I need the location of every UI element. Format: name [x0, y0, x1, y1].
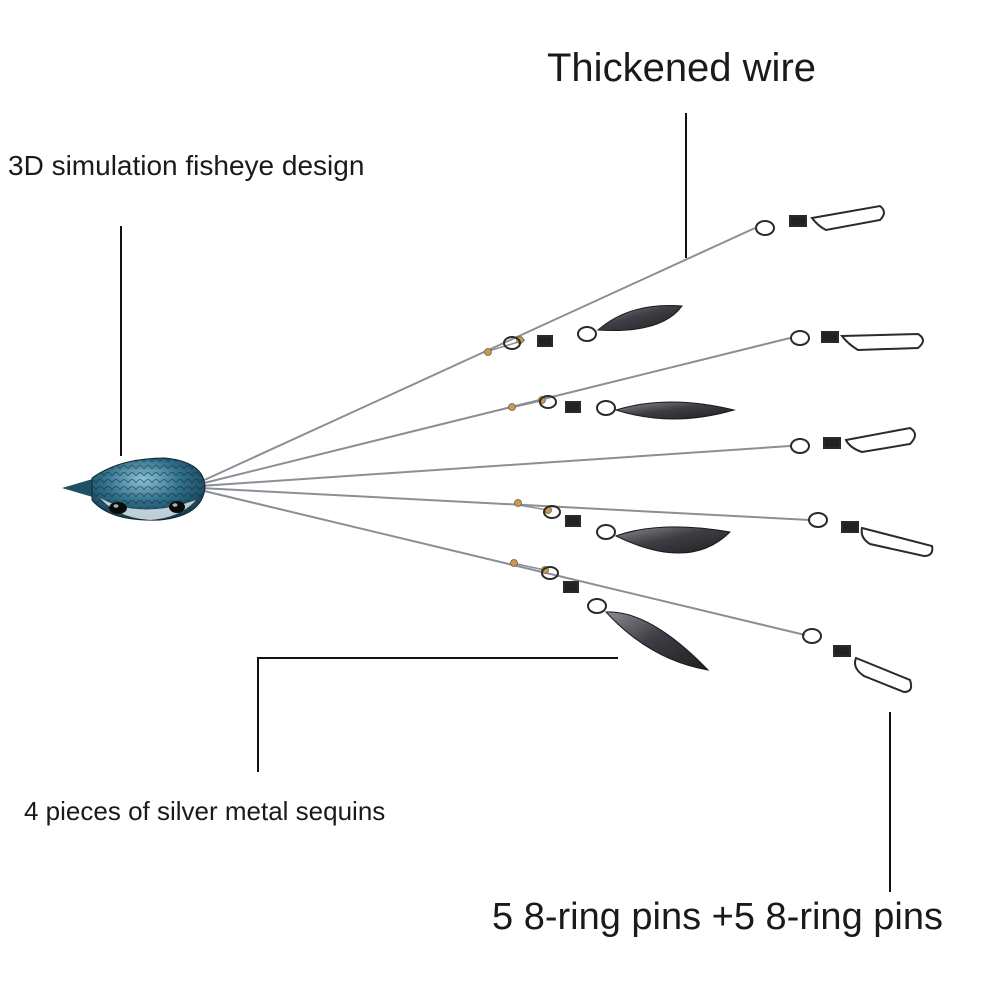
willow-blade	[614, 526, 732, 554]
bead	[484, 348, 492, 356]
snap-pin	[802, 628, 913, 694]
fisheye-head	[62, 457, 206, 521]
wire-arm	[199, 337, 791, 485]
split-ring	[541, 566, 559, 580]
bead	[514, 499, 522, 507]
label-thickened-wire: Thickened wire	[547, 46, 817, 90]
metal-sequins	[596, 305, 736, 671]
leader-line-sequins	[257, 657, 618, 772]
bead	[510, 559, 518, 567]
swivel	[565, 515, 581, 527]
bead	[508, 403, 516, 411]
willow-blade	[614, 401, 736, 420]
willow-blade	[604, 611, 710, 671]
head-belly	[100, 498, 196, 520]
snap-pin	[755, 204, 885, 236]
blade-leaders	[503, 326, 616, 614]
split-ring	[539, 395, 557, 409]
wire-arm	[199, 489, 806, 636]
eye-icon	[109, 502, 127, 514]
snap-pin	[790, 330, 924, 352]
swivel	[537, 335, 553, 347]
annotation-lines	[120, 113, 891, 892]
split-ring	[596, 400, 616, 416]
split-ring	[503, 336, 521, 350]
head-tail	[62, 478, 96, 498]
wire-arms	[199, 227, 811, 636]
label-fisheye-design: 3D simulation fisheye design	[8, 150, 365, 181]
wire-arm	[199, 487, 811, 521]
wire-arm	[199, 445, 791, 487]
eye-icon	[169, 501, 185, 513]
snap-pin	[808, 512, 934, 558]
willow-blade	[596, 305, 683, 331]
wire-arm	[199, 227, 756, 483]
beads	[484, 336, 552, 574]
split-ring	[596, 524, 616, 540]
label-metal-sequins: 4 pieces of silver metal sequins	[24, 796, 386, 826]
swivel	[563, 581, 579, 593]
label-ring-pins: 5 8-ring pins +5 8-ring pins	[492, 896, 943, 938]
split-ring	[577, 326, 597, 342]
snap-pin	[790, 426, 916, 454]
split-ring	[543, 505, 561, 519]
ring-pins	[755, 204, 934, 694]
wire-arm	[517, 504, 549, 511]
swivel	[565, 401, 581, 413]
split-ring	[587, 598, 607, 614]
